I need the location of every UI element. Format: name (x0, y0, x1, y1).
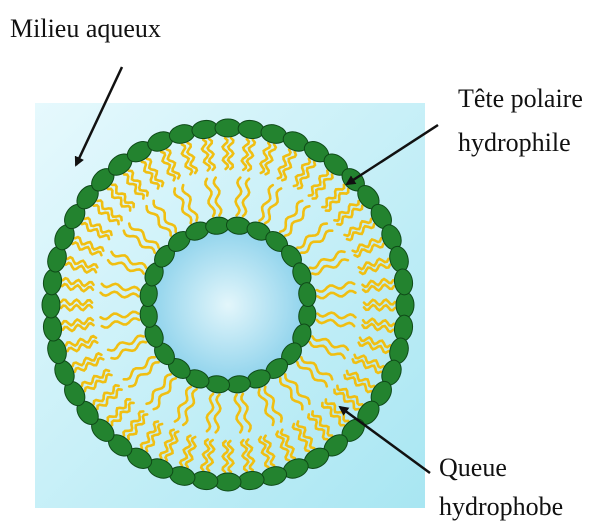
green-ellipse-icon (215, 119, 241, 137)
polar-head-label-line1: Tête polaire (458, 82, 583, 116)
green-ellipse-icon (396, 292, 414, 318)
polar-head-label-line2: hydrophile (458, 126, 571, 160)
hydrophobic-tail-label-line1: Queue (439, 451, 507, 485)
green-ellipse-icon (215, 473, 241, 491)
green-ellipse-icon (42, 292, 60, 318)
hydrophobic-tail-label-line2: hydrophobe (439, 490, 563, 524)
aqueous-medium-label: Milieu aqueux (10, 12, 161, 46)
